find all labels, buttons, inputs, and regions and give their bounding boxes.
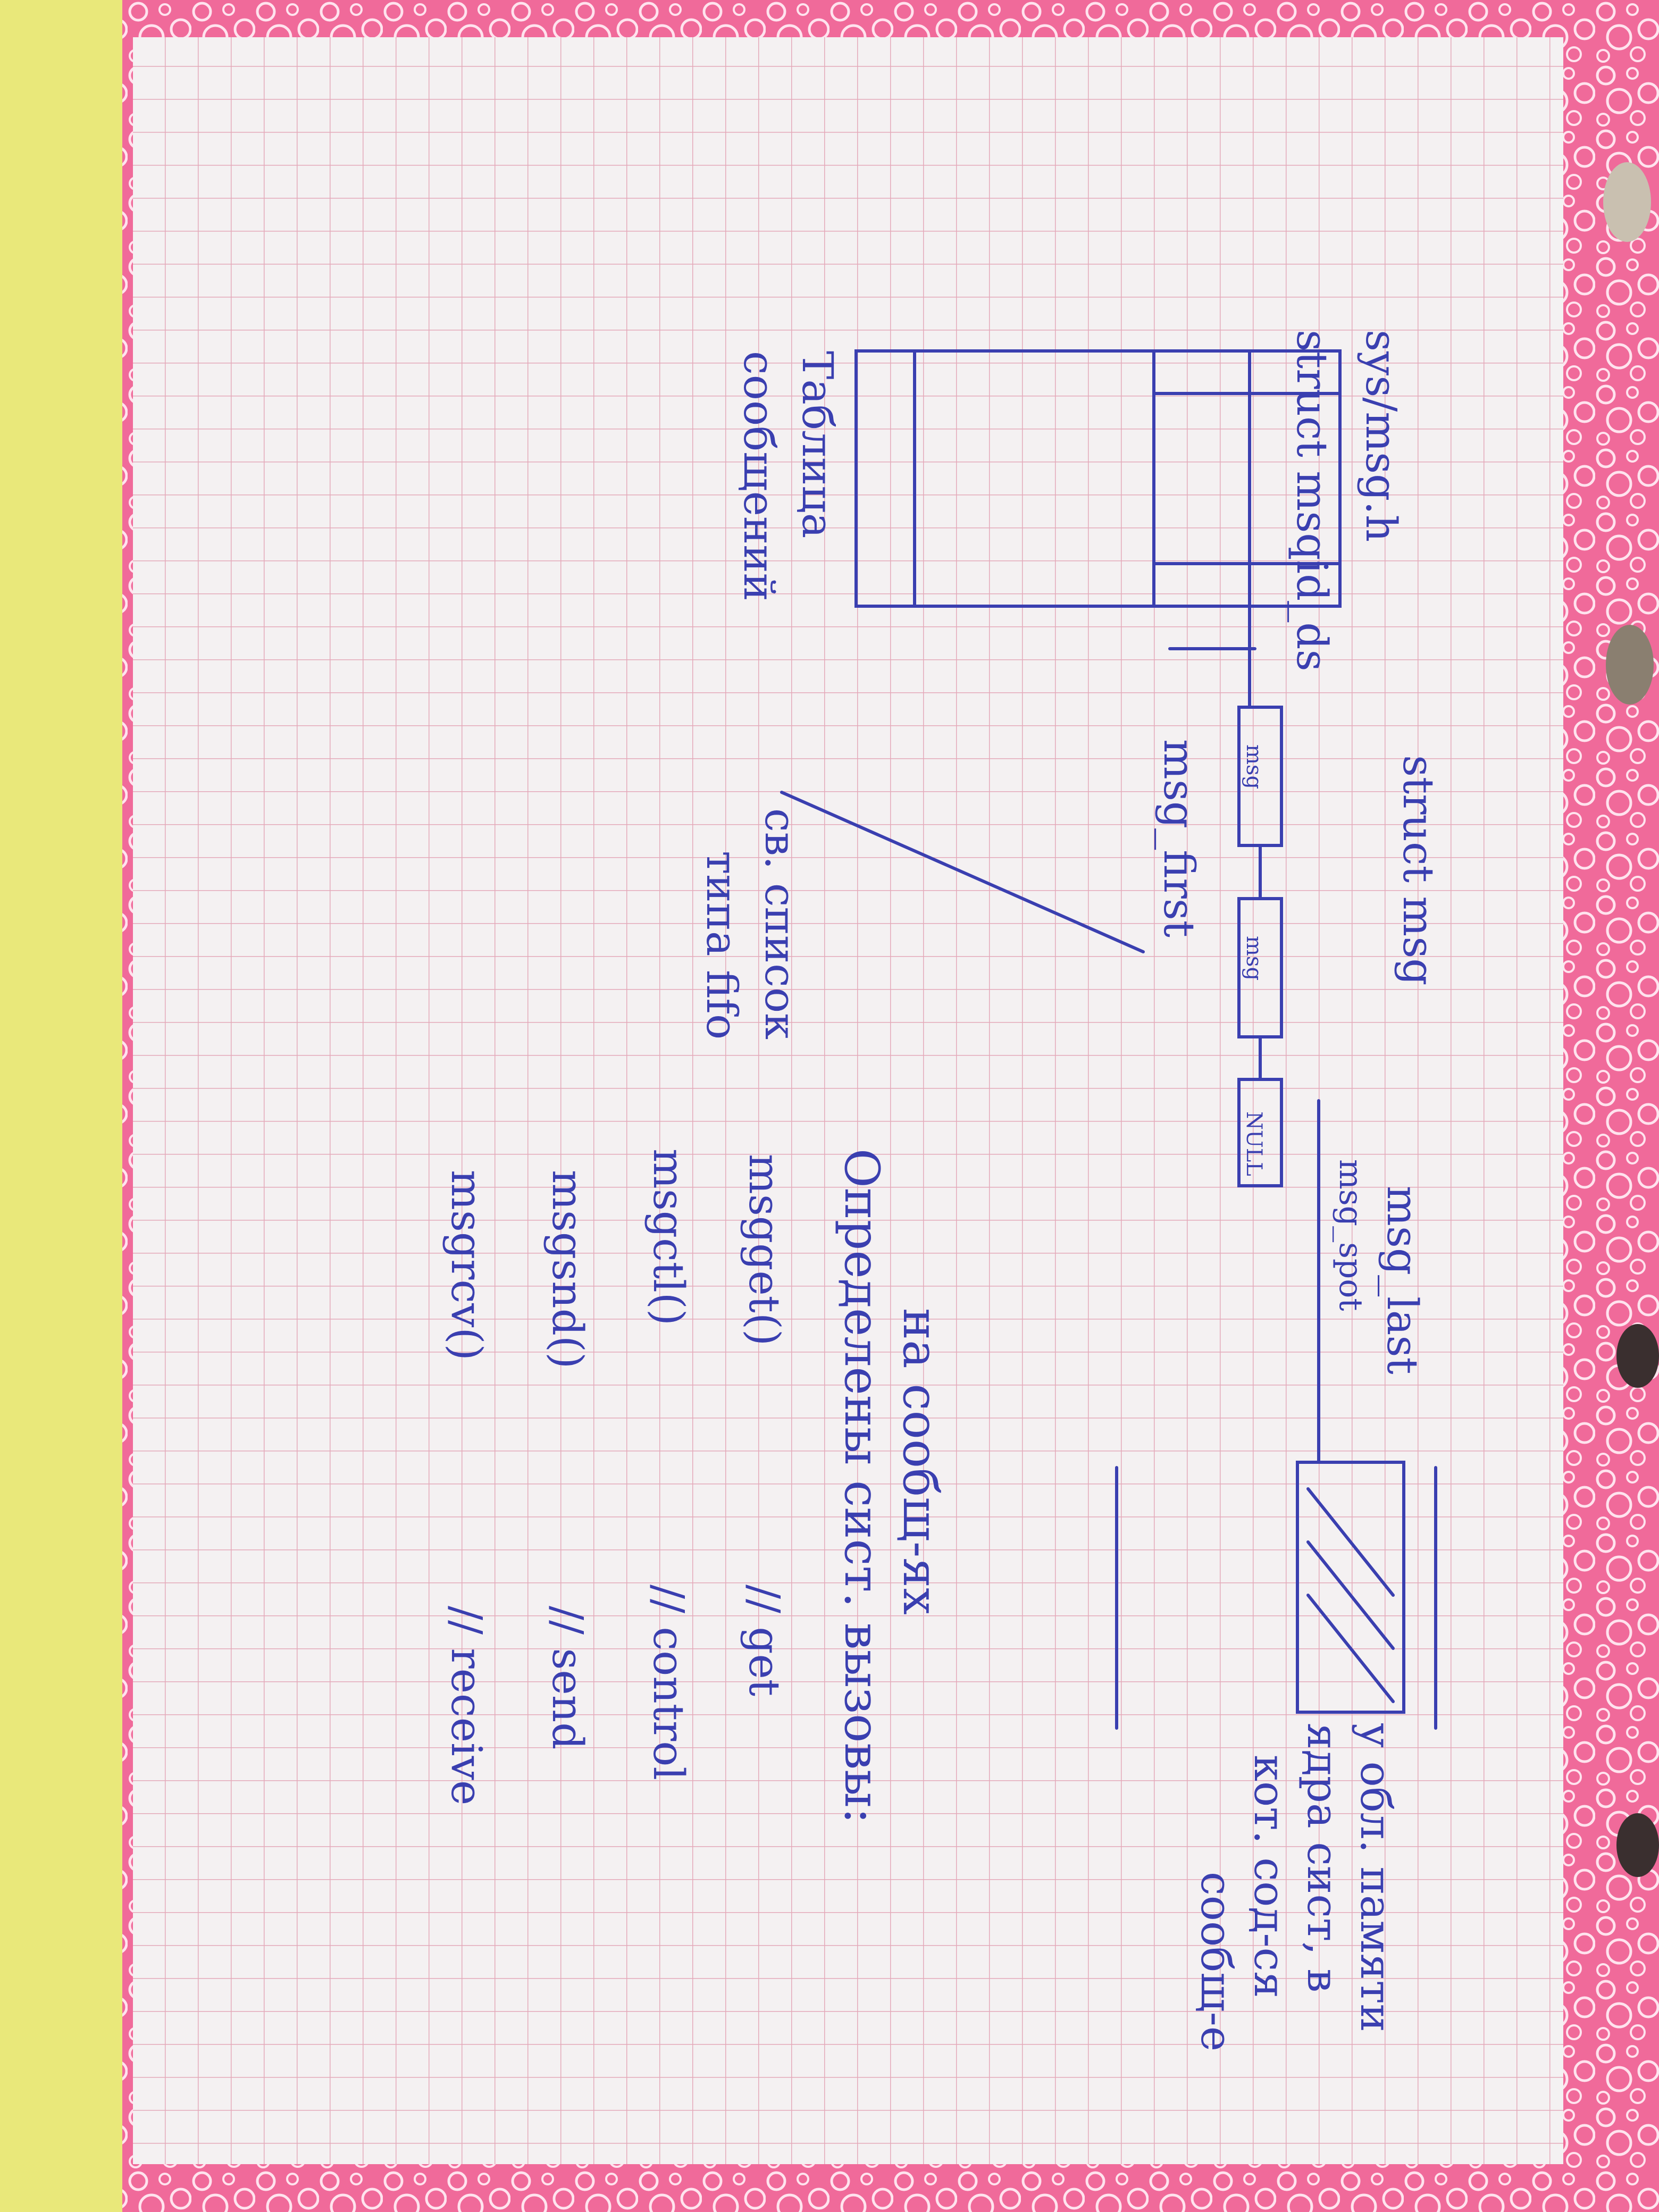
msg-box-2-label: msg — [1242, 936, 1266, 981]
call-1-comment: // control — [644, 1585, 693, 1780]
binder-rings — [1603, 162, 1659, 1877]
call-3-name: msgrcv() — [442, 1170, 491, 1361]
handwritten-notes — [780, 349, 1437, 1730]
msg-box-1-label: msg — [1242, 744, 1266, 789]
call-3-comment: // receive — [442, 1606, 491, 1805]
msg-spot-text: msg_spot — [1332, 1159, 1369, 1311]
handwritten-text: sys/msg.h struct msqid_ds Таблица сообще… — [442, 330, 1443, 2051]
area-text-3: кот. сод-ся — [1245, 1755, 1294, 1998]
defined-text-2: на сообщ-ях — [892, 1308, 948, 1615]
list-text-1: св. список — [756, 808, 805, 1040]
call-0-comment: // get — [740, 1585, 789, 1696]
msg-box-3-label: NULL — [1242, 1111, 1266, 1176]
grid-paper — [133, 37, 1563, 2164]
table-label-1: Таблица — [793, 351, 842, 539]
msg-last-text: msg_last — [1378, 1186, 1427, 1375]
struct-ids-text: struct msqid_ds — [1287, 330, 1337, 672]
list-text-2: типа fifo — [697, 851, 747, 1040]
header-file-text: sys/msg.h — [1356, 330, 1406, 542]
area-text-2: ядра сист, в — [1298, 1723, 1347, 1992]
call-2-name: msgsnd() — [543, 1170, 592, 1369]
message-table — [854, 349, 1155, 608]
call-2-comment: // send — [543, 1606, 592, 1749]
kernel-memory-area — [1296, 1461, 1405, 1714]
area-text-4: сообщ-е — [1192, 1872, 1241, 2051]
defined-text-1: Определены сист. вызовы: — [834, 1149, 890, 1824]
struct-msg-text: struct msg — [1394, 755, 1443, 985]
call-0-name: msgget() — [740, 1154, 789, 1346]
area-text-1: у обл. памяти — [1351, 1723, 1401, 2032]
msg-box-3 — [1237, 1078, 1283, 1187]
msg-first-text: msg_first — [1154, 739, 1204, 937]
call-1-name: msgctl() — [644, 1149, 693, 1326]
table-label-2: сообщений — [734, 351, 784, 601]
